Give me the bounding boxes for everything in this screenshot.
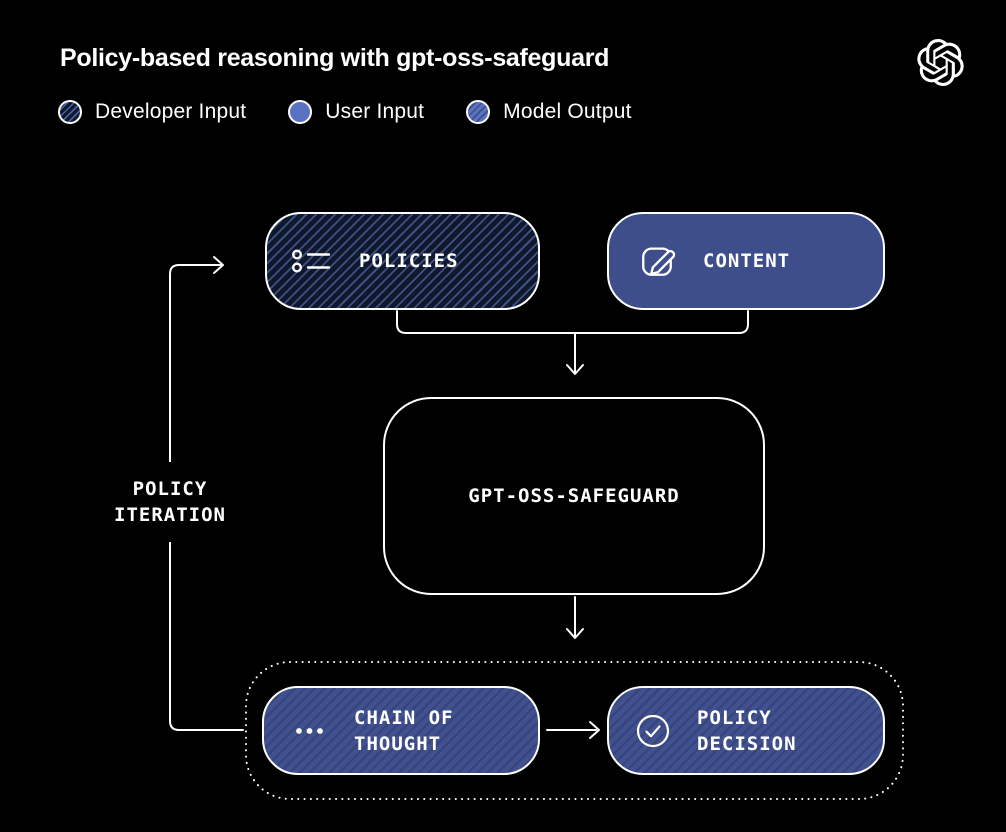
chain-of-thought-label: CHAIN OF THOUGHT [354, 706, 454, 755]
page-title: Policy-based reasoning with gpt-oss-safe… [60, 44, 610, 72]
legend-label: Model Output [503, 100, 632, 123]
list-icon [291, 246, 333, 276]
developer-input-swatch-icon [58, 100, 82, 124]
arrow-to-safeguard-head [566, 364, 584, 375]
user-input-swatch-icon [288, 100, 313, 124]
check-icon [635, 713, 671, 749]
legend-label: User Input [325, 100, 425, 123]
legend-item-developer-input: Developer Input [58, 100, 246, 124]
openai-logo-icon [917, 39, 964, 86]
policies-label: POLICIES [359, 250, 459, 272]
content-label: CONTENT [703, 250, 791, 272]
policies-node: POLICIES [265, 212, 540, 310]
safeguard-label: GPT-OSS-SAFEGUARD [468, 485, 680, 507]
legend-label: Developer Input [95, 100, 247, 123]
legend: Developer Input User Input Model Output [58, 100, 632, 124]
policy-decision-label: POLICY DECISION [697, 706, 797, 755]
model-output-swatch-icon [466, 100, 491, 124]
policy-iteration-label: POLICY ITERATION [90, 462, 250, 542]
ellipsis-icon [294, 726, 328, 736]
edit-icon [635, 239, 679, 283]
policy-decision-node: POLICY DECISION [607, 686, 885, 775]
legend-item-model-output: Model Output [466, 100, 631, 124]
merge-bracket-line [396, 310, 749, 334]
policy-iteration-arrow-head [213, 256, 224, 274]
content-node: CONTENT [607, 212, 885, 310]
arrow-cot-to-decision-head [589, 721, 600, 739]
arrow-to-output-group-head [566, 628, 584, 639]
safeguard-node: GPT-OSS-SAFEGUARD [383, 397, 765, 595]
legend-item-user-input: User Input [288, 100, 424, 124]
chain-of-thought-node: CHAIN OF THOUGHT [262, 686, 540, 775]
